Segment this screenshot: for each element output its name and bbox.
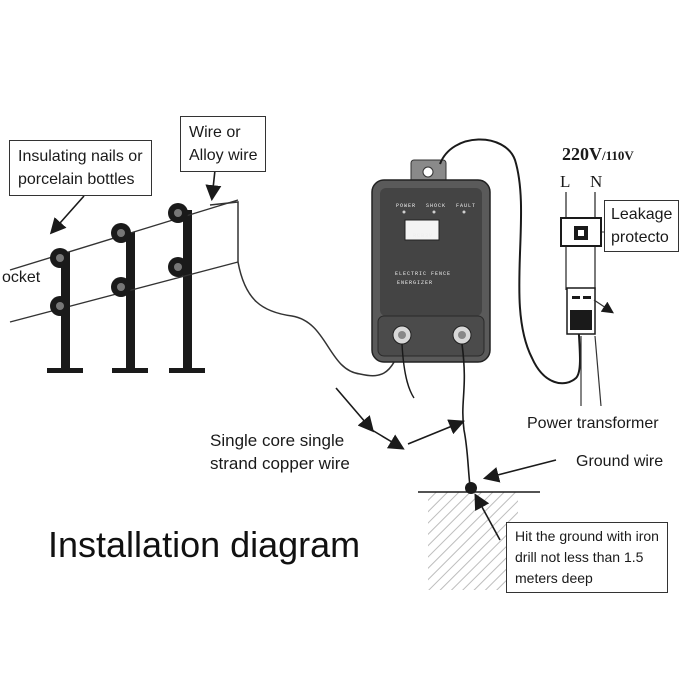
indicator-led-icon [402,210,406,214]
energizer-display [404,219,440,241]
copper-wire-label: Single core single strand copper wire [210,430,350,476]
diagram-title: Installation diagram [48,524,361,565]
phase-n-label: N [590,172,603,191]
energizer-name-sub: ENERGIZER [397,280,433,286]
socket-label: ocket [2,269,41,286]
fence-insulators [50,203,188,316]
drill-note-line2: drill not less than 1.5 [515,549,644,565]
leakage-label-line1: Leakage [611,206,673,223]
voltage-alt: /110V [602,148,634,163]
mains-lines [565,192,596,290]
ground-lead-wire [461,343,471,487]
energizer-indicator-fault: FAULT [456,203,476,209]
fence-energizer: POWER SHOCK FAULT RCB3V ELECTRIC FENCE ENE… [371,159,491,363]
ground-area [418,482,540,590]
indicator-led-icon [432,210,436,214]
fence-wires [9,199,239,323]
energizer-name: ELECTRIC FENCE [395,271,451,277]
power-cable [439,138,581,385]
energizer-display-text: RCB3V [413,233,433,239]
ground-wire-label: Ground wire [576,453,664,470]
transformer-pointers [580,335,602,407]
voltage-label: 220V/110V [562,144,634,165]
fence-post-2 [126,232,135,370]
wire-label-line1: Wire or [189,124,241,141]
fence-post-3 [183,210,192,370]
leakage-protector-label: Leakage protecto [604,200,680,253]
copper-label-line2: strand copper wire [210,453,350,473]
insulating-label-line1: Insulating nails or [18,148,143,165]
leakage-protector [560,217,610,247]
phase-l-label: L [560,172,571,191]
drill-note-line1: Hit the ground with iron [515,528,659,544]
copper-label-line1: Single core single [210,431,345,450]
energizer-indicator-power: POWER [396,203,416,209]
fence-lead-wire [209,201,403,377]
fence-terminal-wire [401,343,415,399]
drill-note-line3: meters deep [515,570,593,586]
indicator-led-icon [462,210,466,214]
power-transformer-label: Power transformer [527,415,659,432]
insulating-label-line2: porcelain bottles [18,171,135,189]
insulating-nails-label: Insulating nails or porcelain bottles [9,140,152,197]
ground-rod-icon [465,482,477,494]
wire-label: Wire or Alloy wire [180,116,267,173]
energizer-indicator-shock: SHOCK [426,203,446,209]
voltage-main: 220V [562,144,602,164]
pointer-arrows [49,169,557,541]
ground-drill-note: Hit the ground with iron drill not less … [506,522,668,593]
leakage-label-line2: protecto [611,229,669,247]
power-outlet [566,287,614,335]
wire-label-line2: Alloy wire [189,147,258,165]
